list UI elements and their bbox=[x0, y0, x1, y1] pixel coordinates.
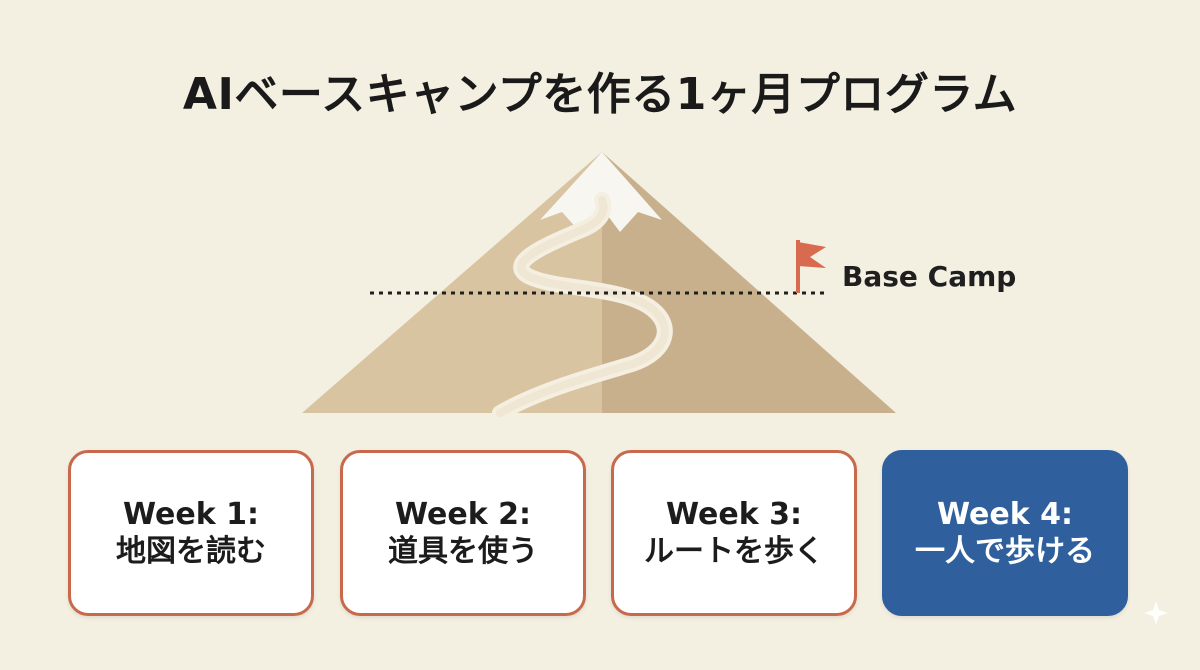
base-camp-label: Base Camp bbox=[842, 260, 1017, 293]
week-4-subtitle: 一人で歩ける bbox=[915, 534, 1095, 569]
flag bbox=[798, 242, 826, 268]
week-3-subtitle: ルートを歩く bbox=[644, 534, 824, 569]
sparkle-icon bbox=[1144, 601, 1168, 625]
week-cards: Week 1: 地図を読む Week 2: 道具を使う Week 3: ルートを… bbox=[68, 450, 1134, 620]
mountain-snowcap bbox=[540, 152, 662, 232]
week-3-title: Week 3: bbox=[666, 496, 802, 532]
mountain-left-face bbox=[302, 152, 602, 413]
week-1-card[interactable]: Week 1: 地図を読む bbox=[68, 450, 314, 616]
mountain-path-outline bbox=[496, 196, 669, 417]
week-4-title: Week 4: bbox=[937, 496, 1073, 532]
week-1-title: Week 1: bbox=[123, 496, 259, 532]
week-1-subtitle: 地図を読む bbox=[116, 534, 266, 569]
mountain-illustration bbox=[302, 152, 896, 417]
page-title: AIベースキャンプを作る1ヶ月プログラム bbox=[182, 69, 1018, 120]
week-2-subtitle: 道具を使う bbox=[388, 534, 538, 569]
week-3-card[interactable]: Week 3: ルートを歩く bbox=[611, 450, 857, 616]
mountain-right-face bbox=[602, 152, 896, 413]
week-4-card[interactable]: Week 4: 一人で歩ける bbox=[882, 450, 1128, 616]
week-2-card[interactable]: Week 2: 道具を使う bbox=[340, 450, 586, 616]
week-2-title: Week 2: bbox=[395, 496, 531, 532]
